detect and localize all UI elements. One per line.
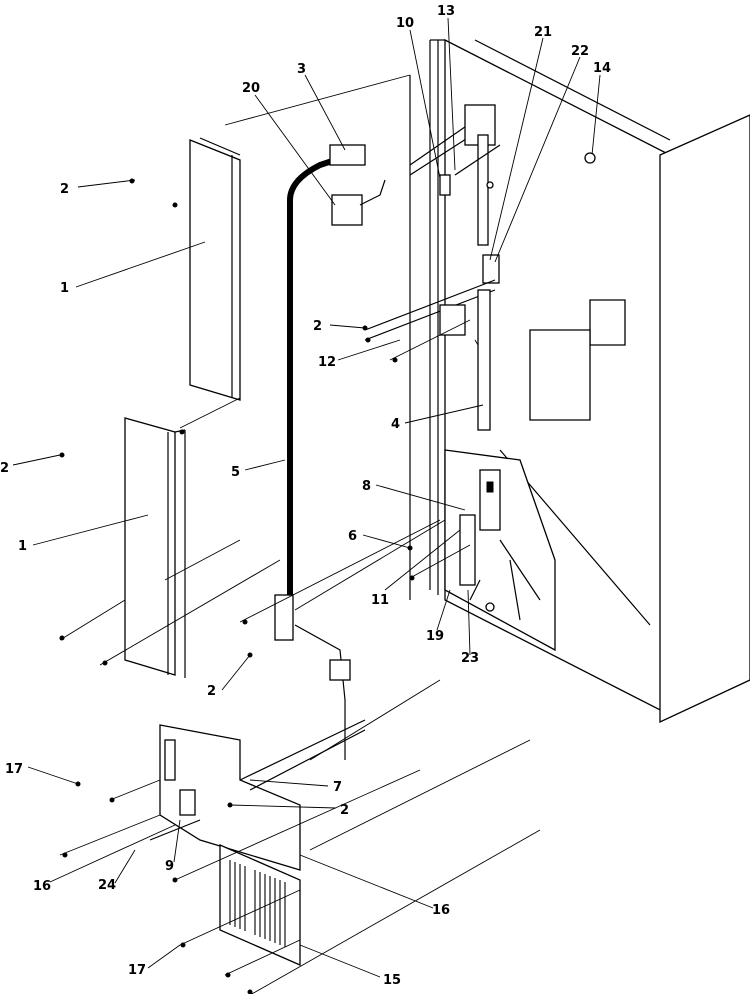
callout-1: 1 — [18, 539, 27, 554]
callout-20: 20 — [242, 81, 260, 96]
callout-1: 1 — [60, 281, 69, 296]
callout-2: 2 — [340, 803, 349, 818]
leader-lines — [12, 17, 601, 978]
callout-10: 10 — [396, 16, 414, 31]
upper-rail — [409, 104, 501, 246]
callout-15: 15 — [383, 973, 401, 988]
callout-19: 19 — [426, 629, 444, 644]
wire-harness — [274, 144, 386, 760]
compressor-compartment — [444, 449, 556, 652]
side-panel-lower — [124, 417, 186, 678]
callout-2: 2 — [207, 684, 216, 699]
side-panel-upper — [189, 137, 241, 401]
callout-2: 2 — [60, 182, 69, 197]
callout-labels: 13 10 21 22 14 3 20 2 1 2 12 4 2 1 5 8 6… — [0, 4, 611, 988]
callout-16: 16 — [432, 903, 450, 918]
callout-22: 22 — [571, 44, 589, 59]
callout-2: 2 — [0, 461, 9, 476]
fastener-dots — [59, 152, 596, 994]
callout-21: 21 — [534, 25, 552, 40]
callout-13: 13 — [437, 4, 455, 19]
callout-17: 17 — [5, 762, 23, 777]
callout-23: 23 — [461, 651, 479, 666]
lower-cover-plate — [149, 719, 366, 871]
callout-7: 7 — [333, 780, 342, 795]
callout-9: 9 — [165, 859, 174, 874]
callout-11: 11 — [371, 593, 389, 608]
callout-3: 3 — [297, 62, 306, 77]
callout-2: 2 — [313, 319, 322, 334]
callout-24: 24 — [98, 878, 116, 893]
callout-12: 12 — [318, 355, 336, 370]
callout-4: 4 — [391, 417, 400, 432]
assembly-guide-lines — [59, 74, 541, 994]
callout-8: 8 — [362, 479, 371, 494]
water-valve-bracket — [364, 254, 500, 431]
callout-16: 16 — [33, 879, 51, 894]
callout-14: 14 — [593, 61, 611, 76]
callout-6: 6 — [348, 529, 357, 544]
callout-5: 5 — [231, 465, 240, 480]
callout-17: 17 — [128, 963, 146, 978]
